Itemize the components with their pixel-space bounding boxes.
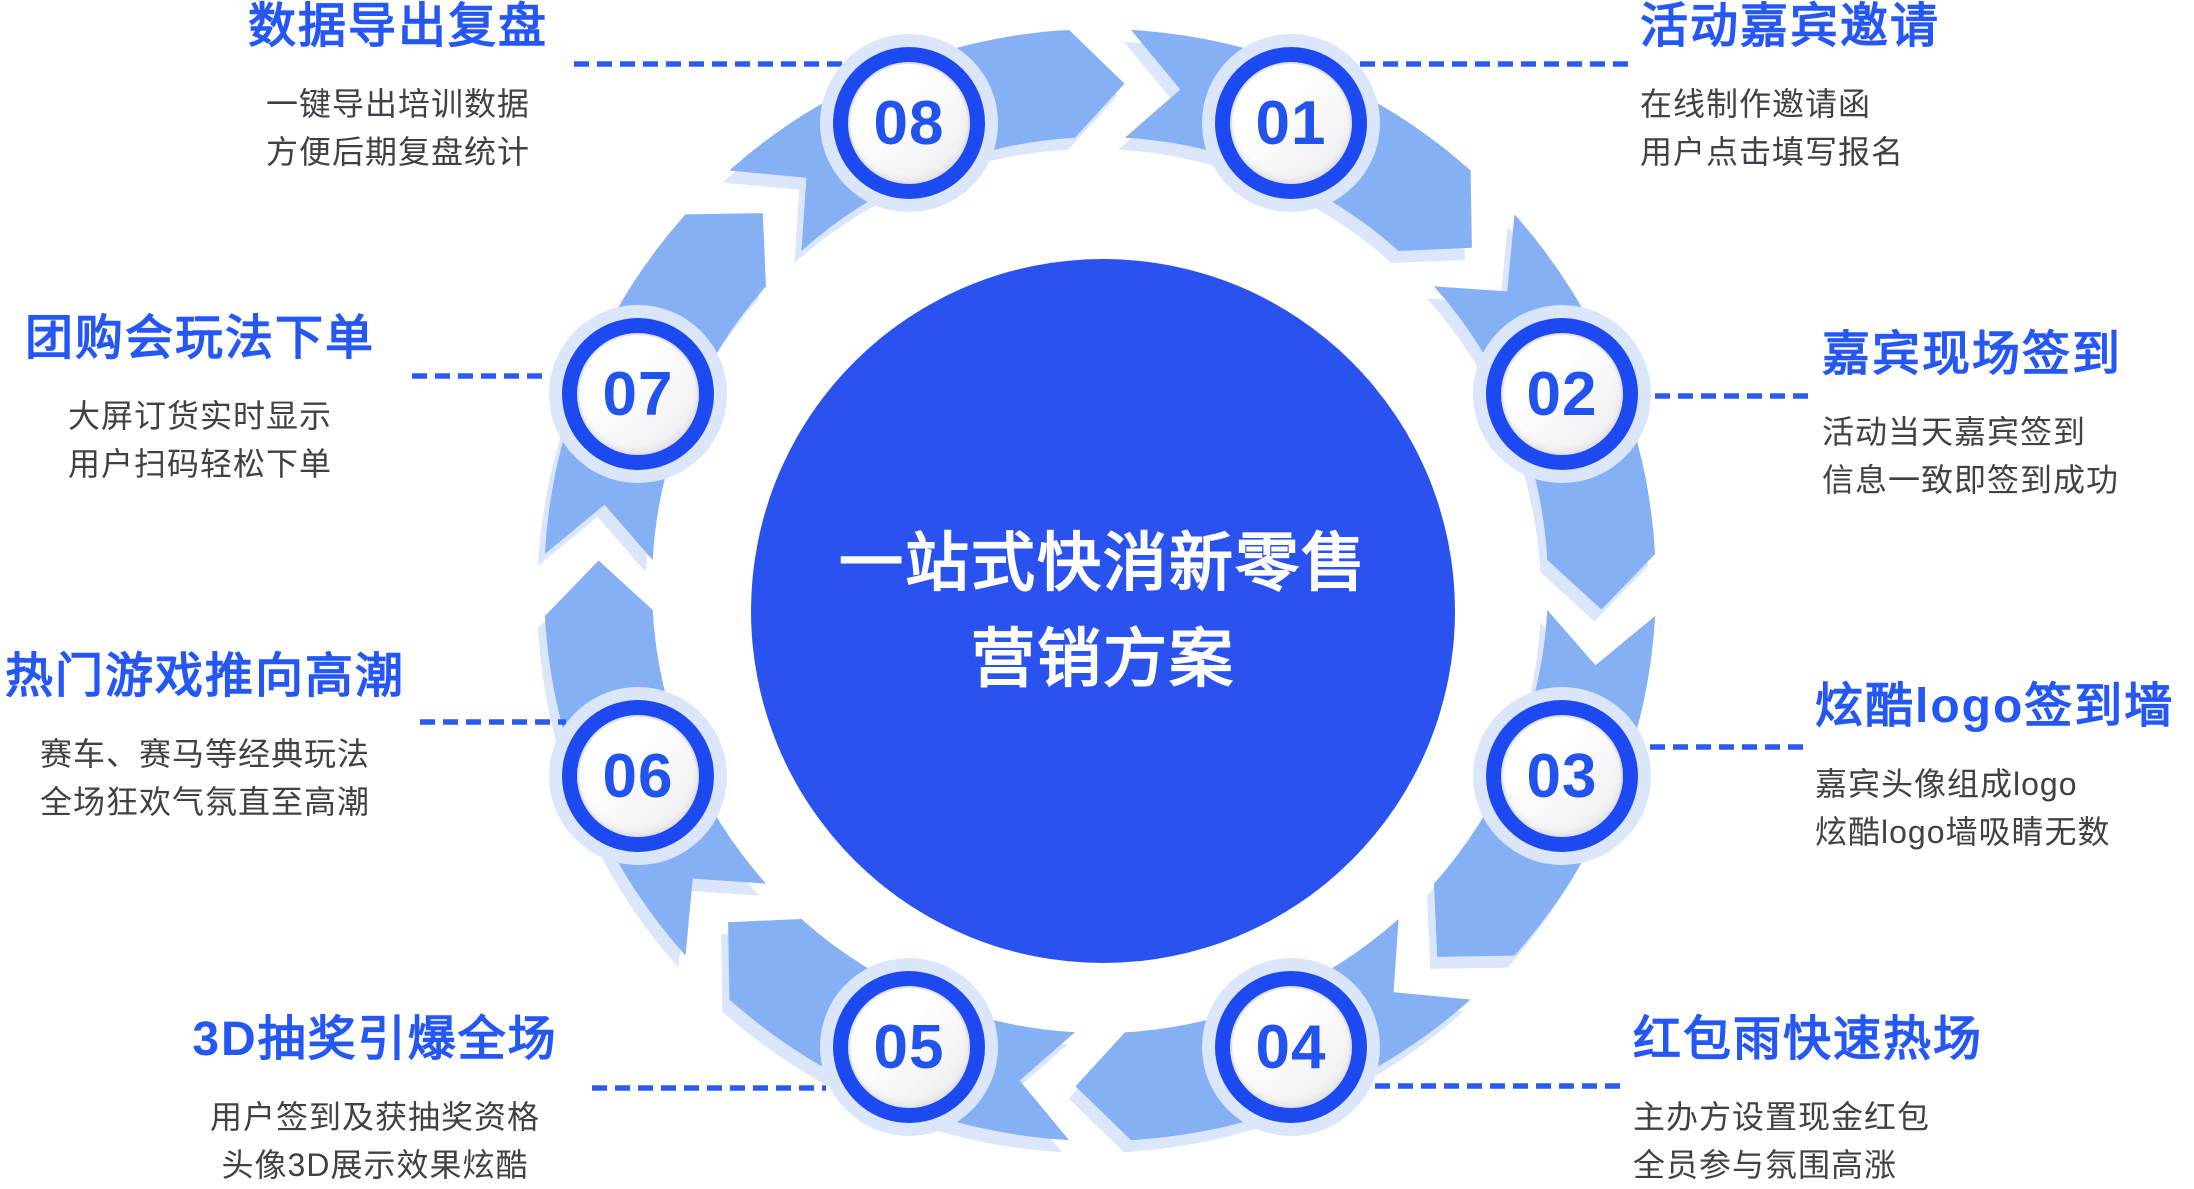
step-number-07: 07 bbox=[577, 333, 699, 455]
step-desc1-01: 在线制作邀请函 bbox=[1640, 86, 1872, 122]
step-desc2-03: 炫酷logo墙吸睛无数 bbox=[1815, 814, 2111, 850]
step-badge-02: 02 bbox=[1486, 318, 1638, 470]
step-desc1-04: 主办方设置现金红包 bbox=[1633, 1099, 1931, 1135]
step-badge-03: 03 bbox=[1486, 700, 1638, 852]
step-title-02: 嘉宾现场签到 bbox=[1822, 328, 2123, 381]
step-number-03: 03 bbox=[1501, 715, 1623, 837]
step-text-01: 活动嘉宾邀请 在线制作邀请函 用户点击填写报名 bbox=[1640, 0, 2194, 176]
step-desc2-04: 全员参与氛围高涨 bbox=[1633, 1147, 1898, 1183]
step-title-05: 3D抽奖引爆全场 bbox=[192, 1013, 558, 1066]
step-text-02: 嘉宾现场签到 活动当天嘉宾签到 信息一致即签到成功 bbox=[1822, 328, 2194, 504]
step-badge-07: 07 bbox=[562, 318, 714, 470]
step-number-06: 06 bbox=[577, 715, 699, 837]
center-title-line2: 营销方案 bbox=[971, 623, 1235, 695]
step-desc1-06: 赛车、赛马等经典玩法 bbox=[39, 736, 370, 772]
step-title-07: 团购会玩法下单 bbox=[24, 312, 375, 365]
center-title: 一站式快消新零售 营销方案 bbox=[839, 515, 1367, 707]
step-badge-04: 04 bbox=[1215, 971, 1367, 1123]
step-desc1-08: 一键导出培训数据 bbox=[265, 86, 530, 122]
step-desc1-05: 用户签到及获抽奖资格 bbox=[209, 1099, 540, 1135]
step-title-03: 炫酷logo签到墙 bbox=[1815, 680, 2175, 733]
step-desc2-05: 头像3D展示效果炫酷 bbox=[221, 1147, 529, 1183]
step-desc1-03: 嘉宾头像组成logo bbox=[1815, 766, 2078, 802]
step-title-04: 红包雨快速热场 bbox=[1633, 1013, 1984, 1066]
step-desc1-02: 活动当天嘉宾签到 bbox=[1822, 414, 2087, 450]
step-badge-08: 08 bbox=[833, 47, 985, 199]
step-desc2-01: 用户点击填写报名 bbox=[1640, 134, 1905, 170]
step-title-01: 活动嘉宾邀请 bbox=[1640, 0, 1941, 53]
center-title-line1: 一站式快消新零售 bbox=[839, 527, 1367, 599]
step-title-08: 数据导出复盘 bbox=[247, 0, 548, 53]
step-text-07: 团购会玩法下单 大屏订货实时显示 用户扫码轻松下单 bbox=[0, 312, 400, 488]
step-badge-05: 05 bbox=[833, 971, 985, 1123]
step-desc2-08: 方便后期复盘统计 bbox=[265, 134, 530, 170]
step-title-06: 热门游戏推向高潮 bbox=[4, 650, 405, 703]
center-circle: 一站式快消新零售 营销方案 bbox=[751, 259, 1455, 963]
step-desc2-07: 用户扫码轻松下单 bbox=[67, 446, 332, 482]
step-number-01: 01 bbox=[1230, 62, 1352, 184]
step-number-08: 08 bbox=[848, 62, 970, 184]
step-badge-01: 01 bbox=[1215, 47, 1367, 199]
step-number-05: 05 bbox=[848, 986, 970, 1108]
step-text-08: 数据导出复盘 一键导出培训数据 方便后期复盘统计 bbox=[158, 0, 638, 176]
step-desc2-06: 全场狂欢气氛直至高潮 bbox=[39, 784, 370, 820]
step-number-02: 02 bbox=[1501, 333, 1623, 455]
step-text-05: 3D抽奖引爆全场 用户签到及获抽奖资格 头像3D展示效果炫酷 bbox=[135, 1013, 615, 1189]
step-desc1-07: 大屏订货实时显示 bbox=[67, 398, 332, 434]
step-text-03: 炫酷logo签到墙 嘉宾头像组成logo 炫酷logo墙吸睛无数 bbox=[1815, 680, 2194, 856]
step-desc2-02: 信息一致即签到成功 bbox=[1822, 462, 2120, 498]
step-text-04: 红包雨快速热场 主办方设置现金红包 全员参与氛围高涨 bbox=[1633, 1013, 2173, 1189]
step-badge-06: 06 bbox=[562, 700, 714, 852]
step-number-04: 04 bbox=[1230, 986, 1352, 1108]
step-text-06: 热门游戏推向高潮 赛车、赛马等经典玩法 全场狂欢气氛直至高潮 bbox=[0, 650, 410, 826]
